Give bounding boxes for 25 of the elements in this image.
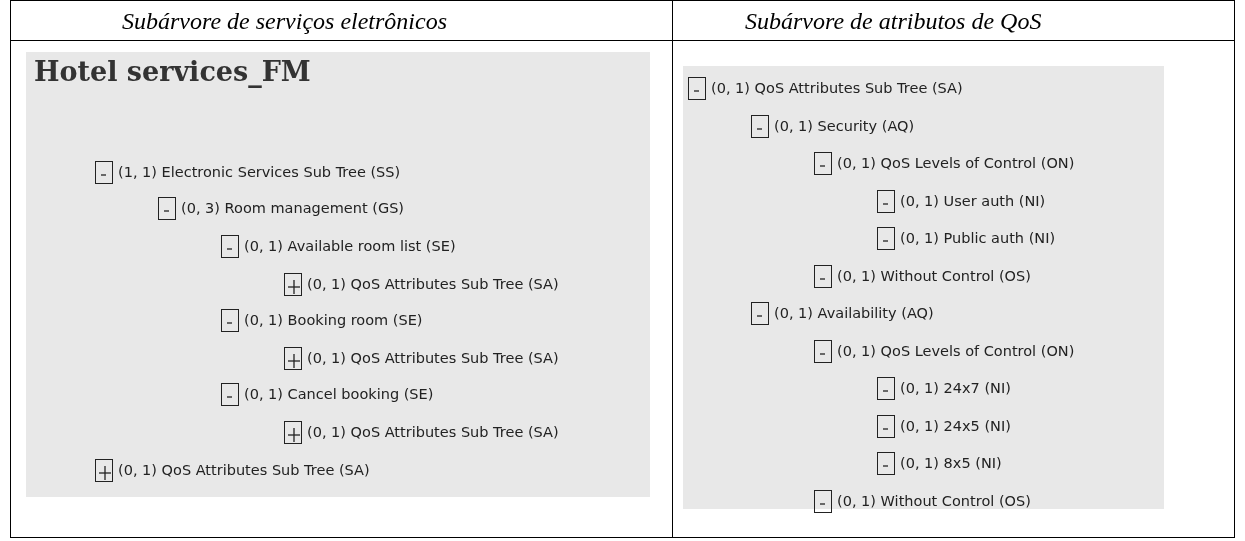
tree-item: (0, 1) QoS Levels of Control (ON) bbox=[837, 155, 1075, 171]
tree-item: (0, 1) Public auth (NI) bbox=[900, 230, 1056, 246]
tree-item: (0, 3) Room management (GS) bbox=[181, 200, 404, 216]
tree-item: (1, 1) Electronic Services Sub Tree (SS) bbox=[118, 164, 401, 180]
tree-item: (0, 1) QoS Attributes Sub Tree (SA) bbox=[711, 80, 963, 96]
tree-item: (0, 1) QoS Attributes Sub Tree (SA) bbox=[307, 350, 559, 366]
tree-item: (0, 1) QoS Attributes Sub Tree (SA) bbox=[307, 276, 559, 292]
tree-item: (0, 1) QoS Attributes Sub Tree (SA) bbox=[307, 424, 559, 440]
tree-item: (0, 1) Without Control (OS) bbox=[837, 493, 1031, 509]
tree-item: (0, 1) 24x7 (NI) bbox=[900, 380, 1011, 396]
tree-item: (0, 1) Available room list (SE) bbox=[244, 238, 456, 254]
column-header: Subárvore de serviços eletrônicos bbox=[122, 8, 448, 35]
tree-item: (0, 1) Security (AQ) bbox=[774, 118, 915, 134]
column-header: Subárvore de atributos de QoS bbox=[745, 8, 1042, 35]
tree-item: (0, 1) QoS Levels of Control (ON) bbox=[837, 343, 1075, 359]
panel-heading: Hotel services_FM bbox=[34, 56, 311, 87]
tree-item: (0, 1) 8x5 (NI) bbox=[900, 455, 1002, 471]
tree-item: (0, 1) User auth (NI) bbox=[900, 193, 1046, 209]
tree-item: (0, 1) Cancel booking (SE) bbox=[244, 386, 434, 402]
tree-item: (0, 1) Without Control (OS) bbox=[837, 268, 1031, 284]
tree-item: (0, 1) QoS Attributes Sub Tree (SA) bbox=[118, 462, 370, 478]
tree-panel bbox=[26, 52, 650, 497]
tree-item: (0, 1) 24x5 (NI) bbox=[900, 418, 1011, 434]
tree-item: (0, 1) Booking room (SE) bbox=[244, 312, 423, 328]
tree-item: (0, 1) Availability (AQ) bbox=[774, 305, 934, 321]
